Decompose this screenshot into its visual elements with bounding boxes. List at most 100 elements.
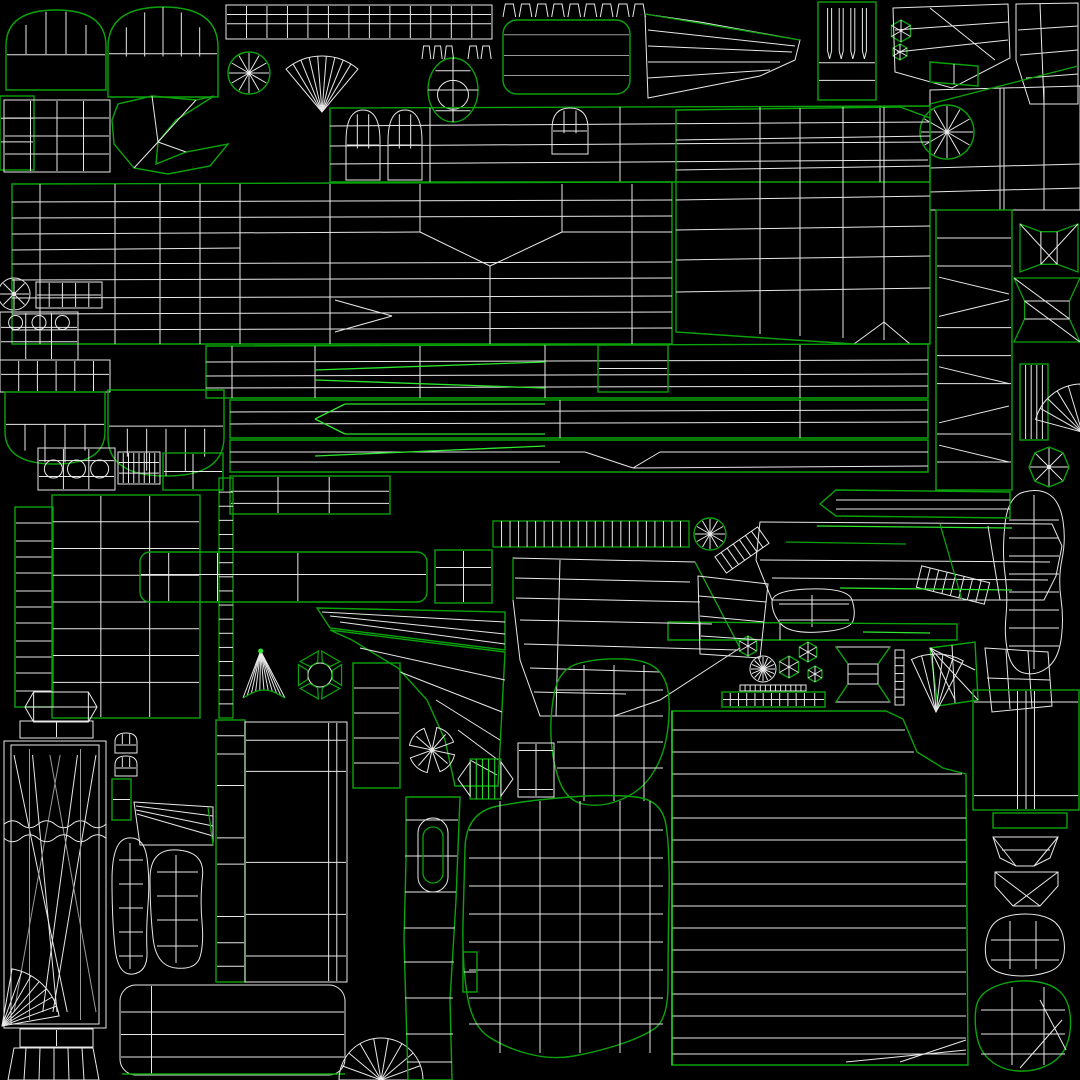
glyph-row-c [467,45,492,60]
mouth-ring [427,57,479,123]
dash-strip [739,684,807,692]
dome-d-flip [107,389,225,477]
bell [984,913,1065,977]
cheek-blob [550,658,670,807]
kite-tab-b [387,109,423,181]
petal-gear [297,649,343,701]
top-rail-strip [225,4,493,40]
square-panel [434,549,493,604]
fan-quad [133,801,214,846]
stock-band [992,812,1068,829]
mini-fan [0,277,31,311]
tilt-ladder-a [714,526,770,574]
skirt [7,1047,100,1080]
spool [457,758,514,800]
kite-tab-a [345,109,381,181]
pinwheel [408,726,456,774]
wedge-stack-b [697,575,769,659]
hex-flower-d [807,665,823,683]
dome-b [107,6,219,98]
lower-guard-left [229,475,391,515]
lower-side-body [755,521,1063,601]
tall-rect-n [352,662,401,789]
hex-flower-b [778,655,800,679]
boot-blob [974,980,1072,1072]
fork-piece [817,1,877,101]
butterfly-a [1019,223,1079,273]
corner-grid [1015,2,1079,105]
grip-notch [462,951,478,993]
swoosh-band [329,629,506,787]
glyph-row-b [421,45,455,60]
rail-arc [492,520,690,548]
wing-panel [315,607,506,651]
crescent-claw [111,95,230,175]
glyph-row-a [502,3,646,18]
top-right-quad [892,3,1011,89]
bolt-block [37,447,116,491]
ear-blob [1003,490,1065,675]
port-rect [597,344,669,393]
hat-bottom [19,1028,94,1048]
mini-gear-strip [35,281,103,309]
hex-flower-c [798,641,818,663]
butterfly-b [1012,277,1080,343]
spoke-wheel-c [693,517,727,551]
mini-green-rect [111,778,132,821]
thin-column-b [215,719,246,983]
trigger-lobe [771,588,855,633]
folded-wedge [929,641,979,707]
arch-glyph-a [114,732,138,754]
dense-wheel [749,655,777,683]
green-bar-thin [667,621,958,641]
cross-rect [162,452,224,491]
receiver-main-left [11,181,673,345]
bottom-band [119,984,346,1076]
handguard-top [205,343,929,399]
tilt-ladder-b [915,565,991,605]
mag-tube [403,796,461,1080]
left-ladder [14,506,54,708]
micro-grid [117,451,161,485]
handguard-low [229,439,929,473]
tilt-fan [910,653,964,714]
buffer-bar [818,489,1011,519]
double-ladder [721,691,826,708]
hex-flower-a [738,635,758,657]
trap-stack [512,557,741,717]
tab-rect [517,742,555,798]
x-brace-tower [3,740,107,1029]
blob-cluster-b [149,849,204,969]
ribbed-slab [671,710,969,1066]
x-spool [835,646,891,703]
octagon-wheel [1028,446,1070,488]
stock-plate [972,689,1080,811]
green-wedge-tr [929,61,979,87]
thin-ladder-v [894,649,905,706]
receiver-band-top [329,105,931,183]
corner-fan-bl [1,968,60,1027]
hat-top [19,720,94,739]
cone-shade [242,648,286,699]
big-rect-bottom [244,721,348,983]
thin-column-a [218,477,234,719]
grip-panel [462,794,670,1059]
arch-glyph-b [114,755,138,777]
bow-top [992,836,1059,867]
hex-capsule [24,691,98,723]
wheel-b [919,104,975,160]
fin-stack [644,13,801,99]
dome-a [5,9,107,91]
bow-mid [994,871,1059,907]
dome-c-flip [4,391,106,465]
side-clip [0,95,35,171]
blob-cluster-a [111,837,150,975]
spoke-wheel-a [227,51,271,95]
handguard-mid [229,399,929,439]
hood-panel [502,19,631,95]
left-tower-grid [51,494,201,719]
striped-plate [1019,363,1049,441]
crescent-block [3,99,111,173]
